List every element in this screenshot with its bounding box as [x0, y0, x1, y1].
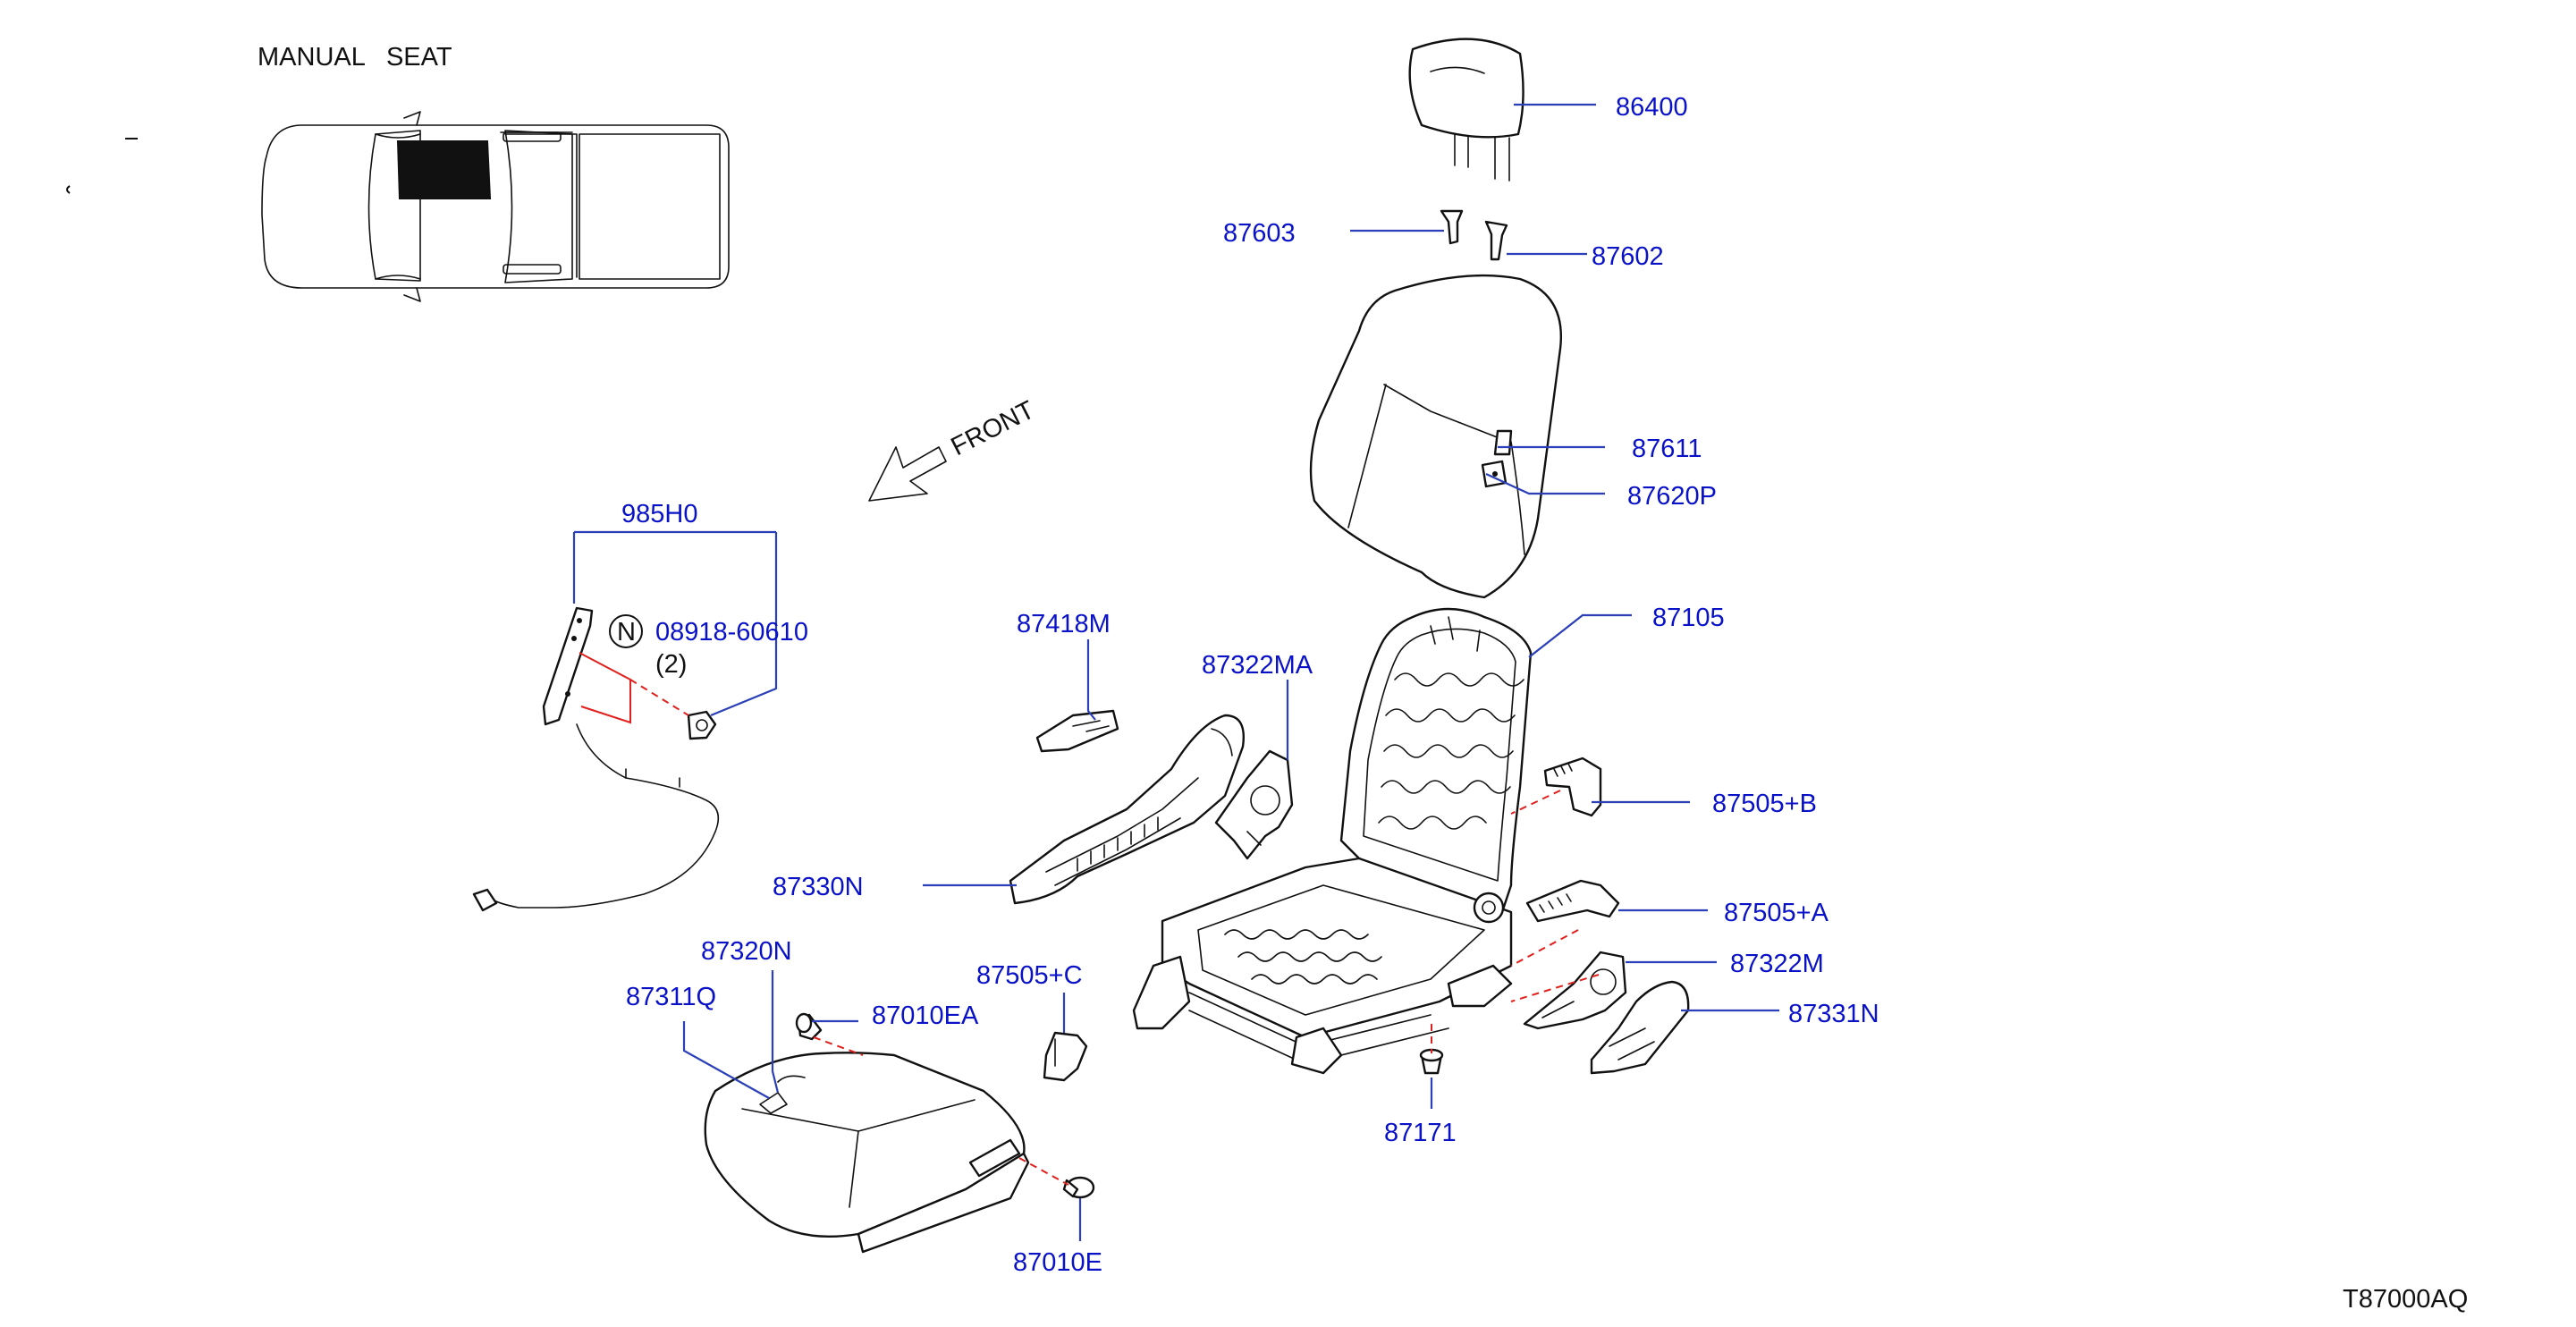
lever-knob-part: [1062, 1176, 1095, 1199]
part-label-87331N: 87331N: [1788, 1000, 1879, 1028]
part-label-985H0: 985H0: [621, 500, 697, 528]
outer-finisher-part: [1590, 980, 1690, 1075]
headrest-part: [1408, 38, 1524, 182]
cover-b-part: [1543, 756, 1602, 817]
clip-part: [1419, 1048, 1444, 1075]
front-arrow-icon: [868, 446, 947, 502]
front-label: FRONT: [947, 395, 1040, 461]
part-label-87322M: 87322M: [1730, 950, 1824, 978]
part-label-87505B: 87505+B: [1712, 790, 1817, 818]
side-finisher-part: [1009, 714, 1245, 905]
part-label-87418M: 87418M: [1017, 610, 1111, 638]
stray-mark: [66, 185, 71, 194]
part-label-87330N: 87330N: [773, 873, 864, 901]
part-label-87322MA: 87322MA: [1202, 651, 1313, 680]
seat-frame-part: [1132, 607, 1533, 1075]
part-label-87010E: 87010E: [1013, 1248, 1102, 1277]
headrest-guide-part: [1440, 209, 1508, 261]
diagram-title: MANUAL SEAT: [258, 43, 452, 72]
leader-lines: [572, 103, 1779, 1241]
part-label-87620P: 87620P: [1627, 482, 1717, 511]
vehicle-top-view-icon: [261, 111, 730, 302]
harness-sensor-part: [472, 606, 720, 912]
part-label-87105: 87105: [1652, 604, 1725, 632]
cover-a-part: [1525, 879, 1620, 923]
part-label-87611: 87611: [1632, 435, 1702, 463]
lever-knob-part: [795, 1012, 823, 1041]
seat-cushion-part: [704, 1052, 1030, 1254]
part-label-87505C: 87505+C: [976, 961, 1083, 990]
cover-c-part: [1043, 1031, 1088, 1082]
note-quantity: (2): [655, 650, 687, 679]
note-symbol-letter: N: [617, 618, 636, 647]
alignment-lines: [579, 652, 1600, 1186]
part-label-87505A: 87505+A: [1724, 899, 1829, 927]
part-label-87602: 87602: [1592, 242, 1664, 271]
part-label-87010EA: 87010EA: [872, 1002, 979, 1030]
inner-finisher-bracket-part: [1214, 749, 1294, 860]
diagram-code: T87000AQ: [2343, 1285, 2468, 1314]
seatback-cover-part: [1309, 274, 1562, 599]
part-label-87311Q: 87311Q: [626, 983, 716, 1011]
part-label-86400: 86400: [1616, 93, 1688, 122]
note-part-number: 08918-60610: [655, 618, 808, 647]
part-label-87603: 87603: [1223, 219, 1296, 248]
note-n-symbol-icon: [609, 614, 643, 648]
outer-finisher-bracket-part: [1523, 951, 1627, 1030]
part-label-87171: 87171: [1384, 1119, 1457, 1147]
part-label-87320N: 87320N: [701, 937, 792, 966]
recliner-knob-part: [1035, 709, 1119, 753]
